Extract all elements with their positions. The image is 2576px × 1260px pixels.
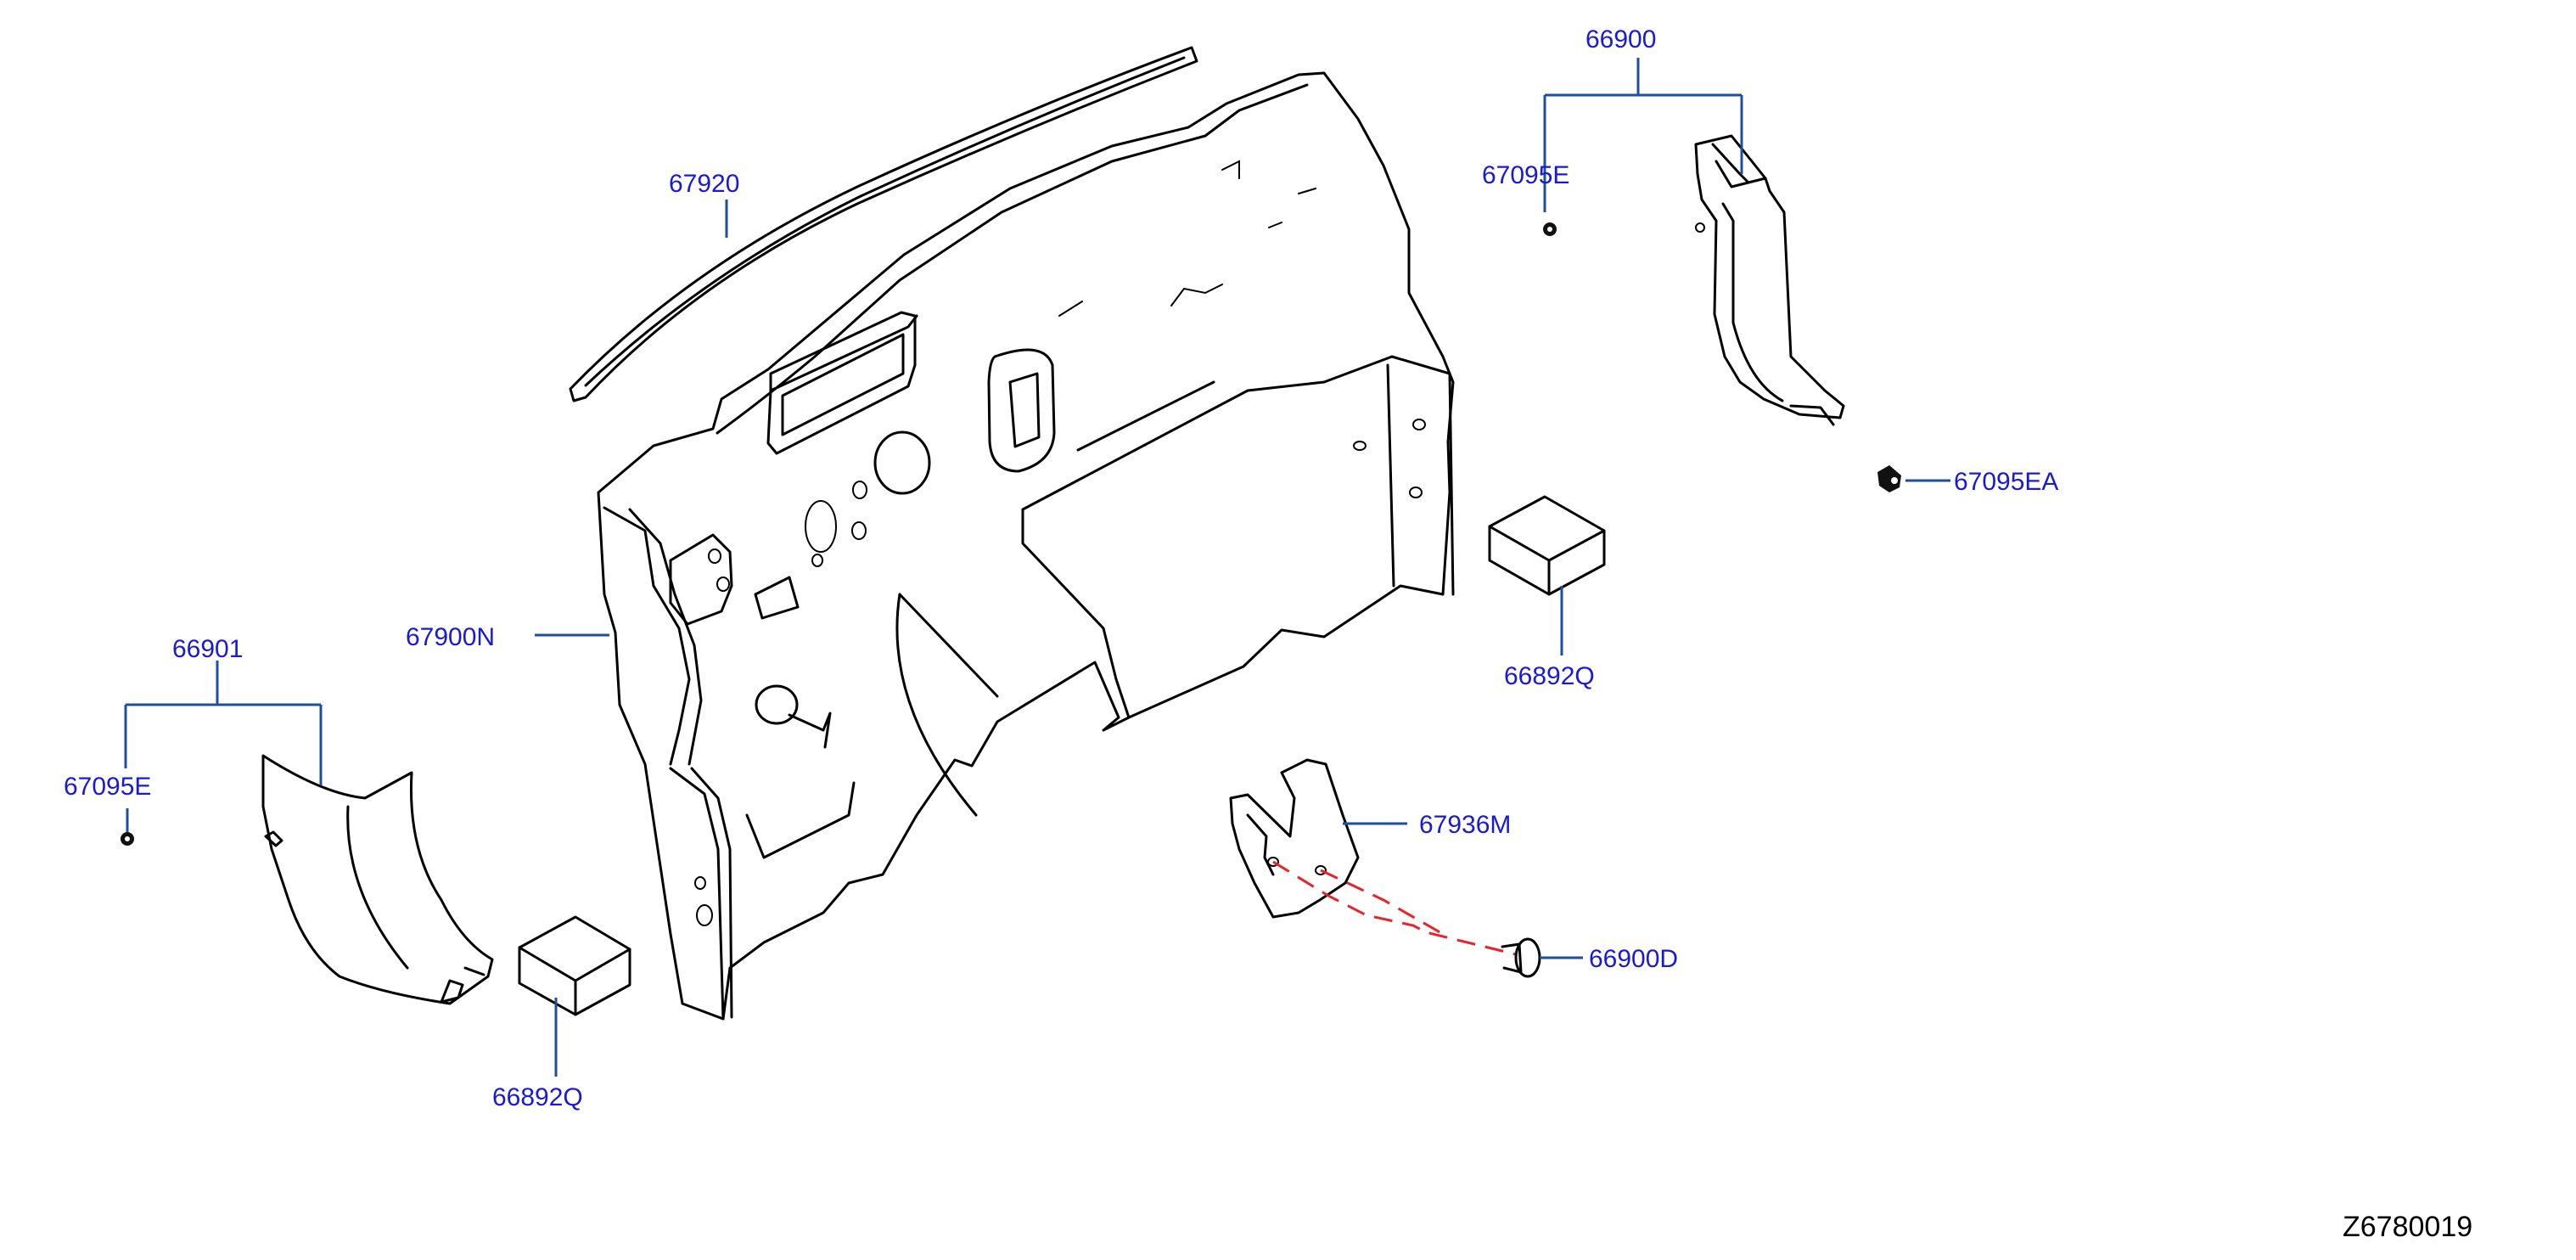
fastener-67095e-left-drawing xyxy=(121,832,134,846)
absorber-66892q-right-drawing xyxy=(1488,495,1606,596)
part-label-66892q-right[interactable]: 66892Q xyxy=(1504,662,1595,690)
diagram-code: Z6780019 xyxy=(2343,1211,2472,1243)
seal-strip-67920-drawing xyxy=(569,46,1198,402)
part-label-66900d[interactable]: 66900D xyxy=(1589,945,1678,973)
pad-67936m-drawing xyxy=(1229,758,1360,919)
leader-lines xyxy=(124,58,1950,1077)
dashed-guide-line xyxy=(1272,860,1520,957)
part-label-67095e-right[interactable]: 67095E xyxy=(1482,161,1569,189)
dashed-guide-line-2 xyxy=(1320,869,1444,936)
part-label-67900n[interactable]: 67900N xyxy=(406,623,495,651)
absorber-66892q-left-drawing xyxy=(518,915,631,1016)
part-label-66901[interactable]: 66901 xyxy=(172,635,243,663)
part-label-67920[interactable]: 67920 xyxy=(669,170,739,198)
part-label-67936m[interactable]: 67936M xyxy=(1419,811,1511,839)
part-label-66892q-left[interactable]: 66892Q xyxy=(492,1083,583,1111)
part-label-67095e-left[interactable]: 67095E xyxy=(64,773,151,801)
dash-insulator-67900n-drawing xyxy=(597,71,1455,1021)
fastener-67095e-right-drawing xyxy=(1543,222,1557,236)
part-label-66900[interactable]: 66900 xyxy=(1585,25,1656,53)
clip-66900d-drawing xyxy=(1501,937,1541,978)
side-cover-66900-drawing xyxy=(1694,134,1845,426)
part-label-67095ea[interactable]: 67095EA xyxy=(1954,468,2058,496)
clip-67095ea-drawing xyxy=(1877,465,1901,492)
side-cover-66901-drawing xyxy=(261,754,494,1005)
